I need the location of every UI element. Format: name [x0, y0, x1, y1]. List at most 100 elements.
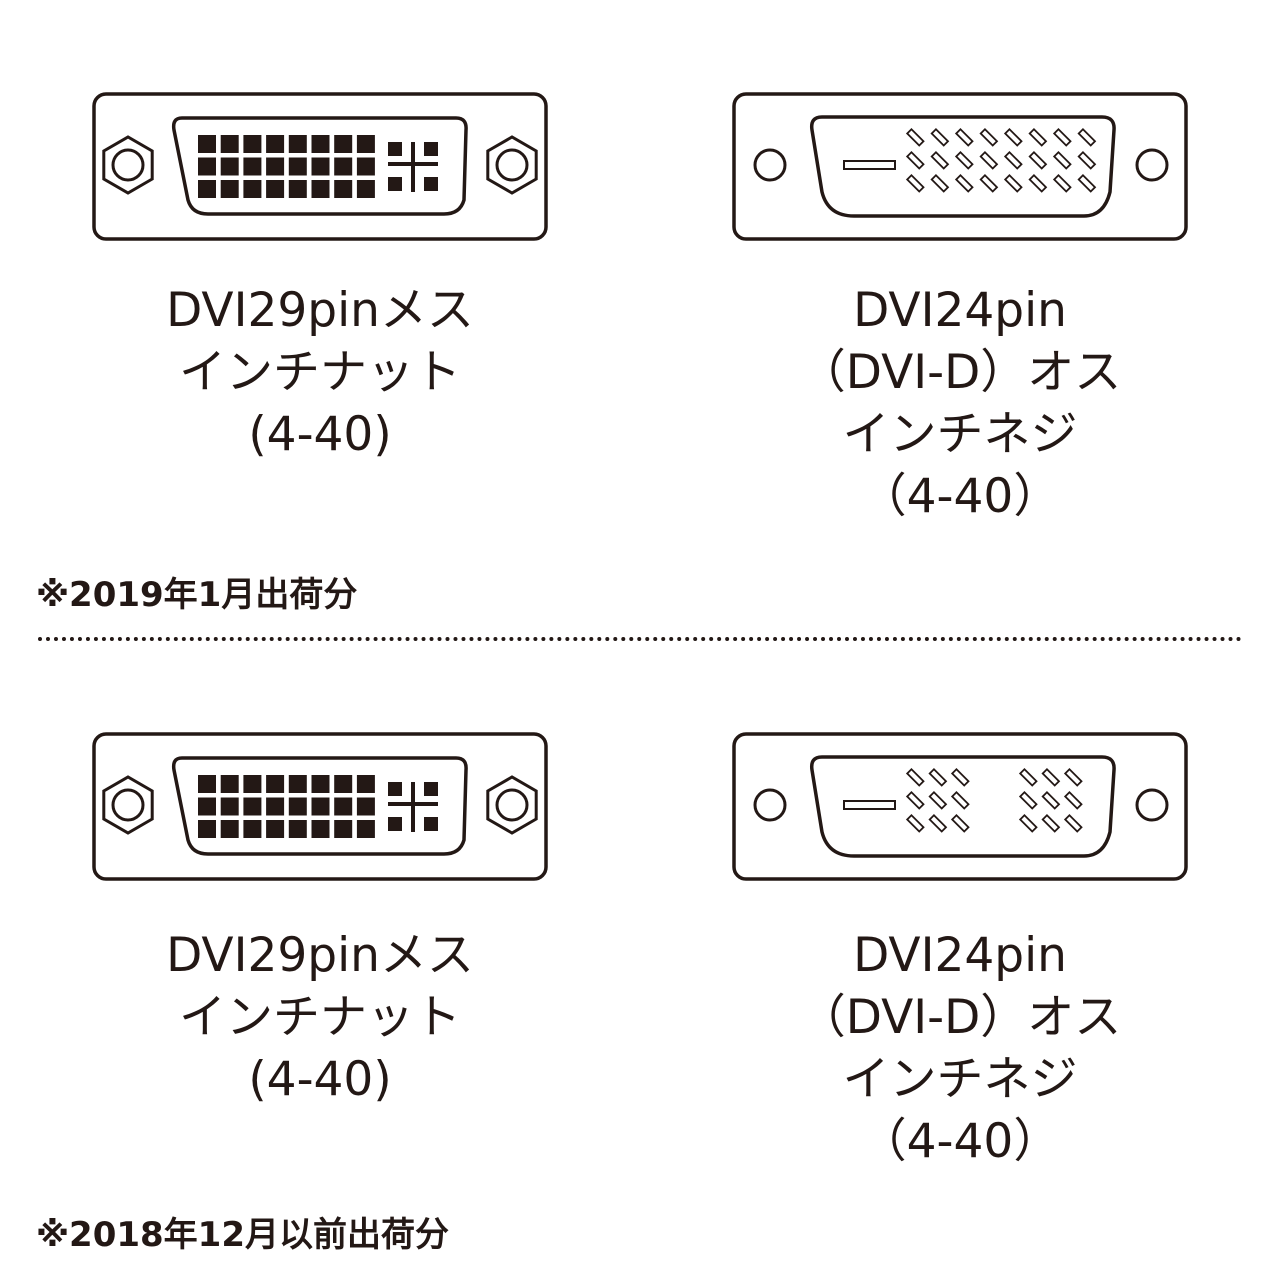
pin [905, 790, 925, 810]
pin-socket [356, 157, 375, 176]
pin-socket [356, 797, 375, 816]
ground-blade [843, 800, 896, 810]
male-label-2019: DVI24pin （DVI-D）オス インチネジ （4-40） [710, 280, 1210, 528]
pin [905, 127, 925, 147]
female-label-2019: DVI29pinメス インチナット (4-40) [70, 280, 570, 466]
pin-socket [266, 775, 285, 793]
pin-socket [311, 820, 330, 838]
shipment-note-2018: ※2018年12月以前出荷分 [36, 1215, 449, 1255]
label-line: （DVI-D）オス [798, 990, 1122, 1045]
pin [954, 127, 974, 147]
pin [1052, 150, 1072, 170]
pin [1003, 127, 1023, 147]
pin [1018, 790, 1038, 810]
screw-hole-icon [111, 788, 145, 822]
pin-socket [220, 820, 239, 838]
label-line: DVI29pinメス [166, 928, 474, 983]
pin-socket [288, 180, 307, 198]
pin [1077, 173, 1097, 193]
pin-socket [311, 797, 330, 816]
label-line: (4-40) [248, 1052, 392, 1107]
label-line: （4-40） [859, 1114, 1061, 1169]
d-sub-housing [809, 755, 1116, 858]
pin [905, 150, 925, 170]
connector-shell [732, 732, 1188, 881]
pin-socket [243, 775, 262, 793]
analog-pin-socket [424, 177, 438, 191]
pin-socket [288, 820, 307, 838]
pin-socket [311, 157, 330, 176]
analog-pin-socket [388, 142, 402, 156]
label-line: インチナット [179, 345, 461, 400]
pin-socket [334, 775, 353, 793]
pin [954, 173, 974, 193]
screw-hole-icon [1135, 148, 1169, 182]
d-sub-housing [809, 115, 1116, 218]
pin-socket [198, 820, 216, 838]
pin-socket [356, 180, 375, 198]
label-line: （4-40） [859, 469, 1061, 524]
pin-socket [243, 180, 262, 198]
label-line: DVI24pin [853, 928, 1067, 983]
hex-nut-icon [102, 135, 154, 195]
pin-socket [266, 820, 285, 838]
d-sub-housing [171, 756, 468, 856]
pin [979, 173, 999, 193]
screw-hole-icon [1135, 788, 1169, 822]
pin-socket [334, 135, 353, 153]
pin [1041, 767, 1061, 787]
pin [1003, 173, 1023, 193]
pin-socket [311, 135, 330, 153]
pin-socket [220, 180, 239, 198]
hex-nut-icon [486, 775, 538, 835]
screw-hole-icon [495, 788, 529, 822]
pin [979, 150, 999, 170]
female-label-2018: DVI29pinメス インチナット (4-40) [70, 925, 570, 1111]
pin-socket [334, 180, 353, 198]
pin [905, 813, 925, 833]
pin [928, 813, 948, 833]
ground-blade-slot [411, 142, 415, 192]
pin [950, 767, 970, 787]
pin-socket [334, 797, 353, 816]
pin-socket [334, 157, 353, 176]
pin-socket [243, 157, 262, 176]
pin-socket [288, 135, 307, 153]
pin [1052, 173, 1072, 193]
pin-socket [220, 135, 239, 153]
hex-nut-icon [486, 135, 538, 195]
pin-socket [220, 797, 239, 816]
screw-hole-icon [495, 148, 529, 182]
dvi-female-connector-2018 [92, 732, 548, 881]
label-line: DVI29pinメス [166, 283, 474, 338]
pin-socket [198, 180, 216, 198]
label-line: （DVI-D）オス [798, 345, 1122, 400]
dvi-female-connector-2019 [92, 92, 548, 241]
pin-socket [243, 797, 262, 816]
pin-socket [266, 797, 285, 816]
analog-pin-socket [388, 782, 402, 796]
dvi-male-connector-2019 [732, 92, 1188, 241]
pin [1063, 767, 1083, 787]
pin [954, 150, 974, 170]
screw-hole-icon [753, 148, 787, 182]
pin [1077, 127, 1097, 147]
pin [905, 767, 925, 787]
analog-pin-socket [424, 142, 438, 156]
pin [1028, 173, 1048, 193]
male-label-2018: DVI24pin （DVI-D）オス インチネジ （4-40） [710, 925, 1210, 1173]
pin [1018, 767, 1038, 787]
pin-socket [288, 797, 307, 816]
analog-pin-socket [424, 817, 438, 831]
pin [1018, 813, 1038, 833]
pin-socket [198, 135, 216, 153]
pin [928, 767, 948, 787]
pin [1052, 127, 1072, 147]
pin-socket [198, 775, 216, 793]
pin-socket [198, 797, 216, 816]
label-line: インチナット [179, 990, 461, 1045]
pin-socket [266, 135, 285, 153]
pin [928, 790, 948, 810]
analog-pin-socket [388, 817, 402, 831]
pin-socket [334, 820, 353, 838]
